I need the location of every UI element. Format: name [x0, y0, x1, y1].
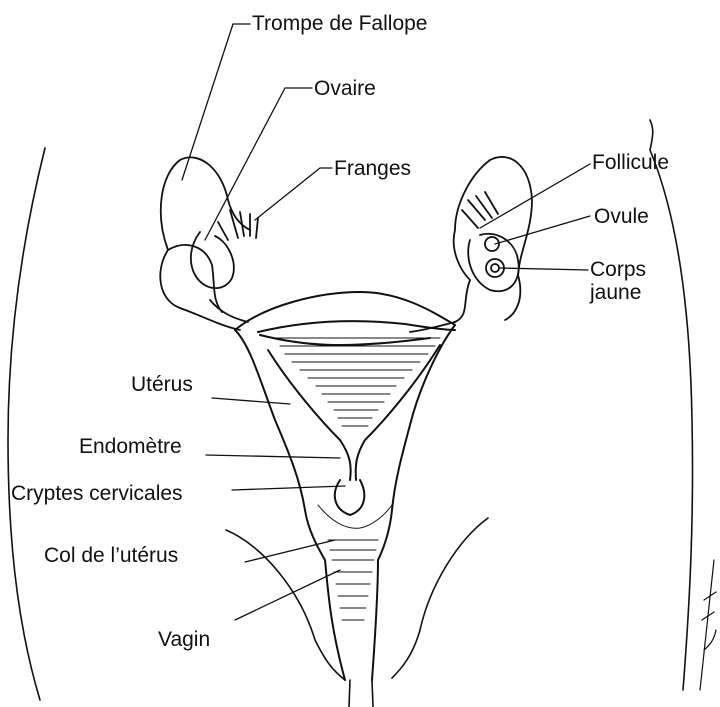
label-corps-jaune: Corps jaune [590, 258, 646, 304]
body-outline [8, 120, 693, 707]
label-corps-jaune-line1: Corps [590, 258, 646, 281]
right-tube [410, 157, 532, 332]
label-col-de-l-uterus: Col de l’utérus [44, 545, 178, 566]
left-tube [160, 157, 258, 330]
artist-signature [700, 560, 716, 690]
label-ovule: Ovule [594, 206, 649, 227]
label-trompe-de-fallope: Trompe de Fallope [252, 13, 427, 34]
label-ovaire: Ovaire [314, 78, 376, 99]
label-franges: Franges [334, 158, 411, 179]
label-follicule: Follicule [592, 152, 669, 173]
label-uterus: Utérus [131, 374, 193, 395]
label-corps-jaune-line2: jaune [590, 281, 646, 304]
label-vagin: Vagin [158, 629, 210, 650]
label-endometre: Endomètre [79, 436, 182, 457]
label-cryptes-cervicales: Cryptes cervicales [11, 483, 183, 504]
